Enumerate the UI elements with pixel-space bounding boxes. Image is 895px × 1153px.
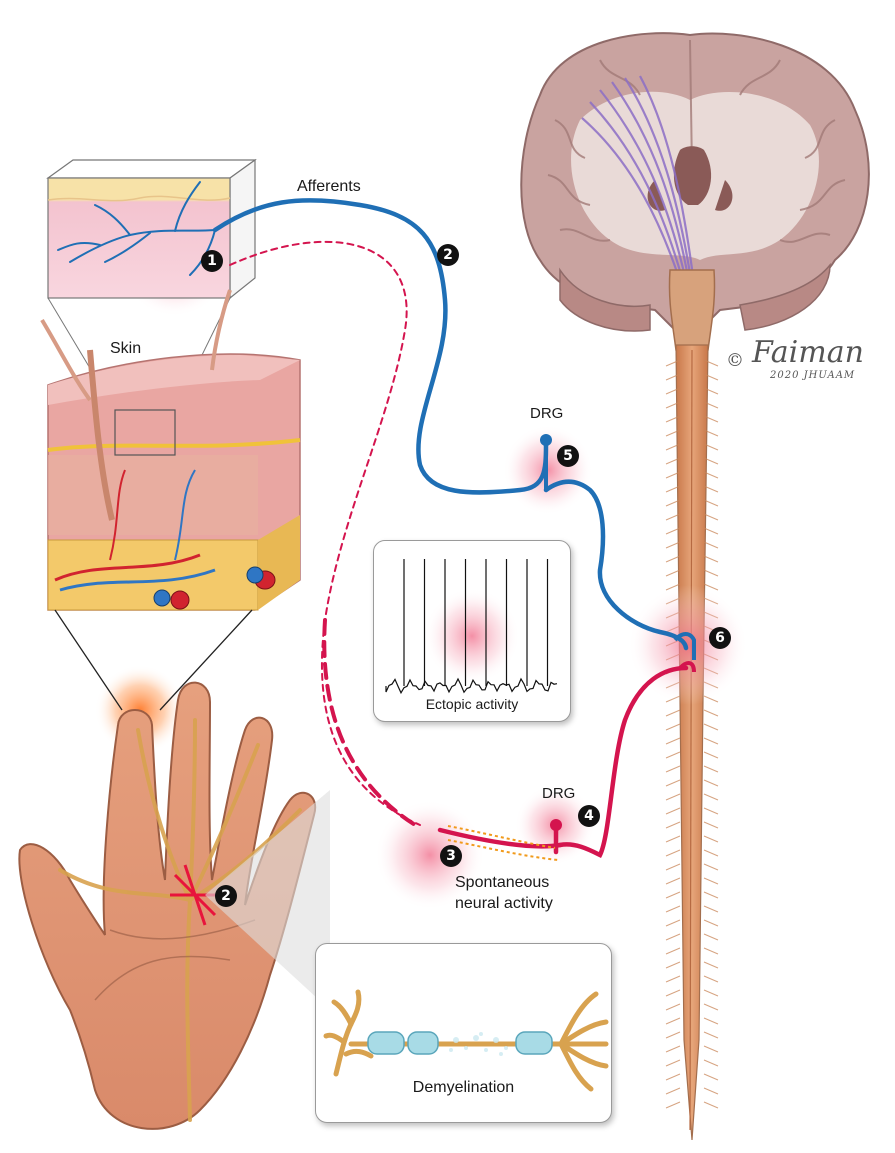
brain [521,33,869,350]
drg-label-bottom: DRG [542,785,575,802]
signature-copyright: © [726,350,744,371]
ectopic-activity-panel: Ectopic activity [373,540,571,722]
marker-2-palm: 2 [215,885,237,907]
afferents-label: Afferents [297,178,361,196]
signature-name: Faiman [752,335,864,370]
spontaneous-label-line1: Spontaneous [455,874,549,892]
skin-label: Skin [110,340,141,358]
marker-5: 5 [557,445,579,467]
drg-cell-body-red [550,819,562,831]
demyelination-label: Demyelination [316,1079,611,1097]
signature-year: 2020 JHUAAM [770,370,855,381]
drg-label-top: DRG [530,405,563,422]
drg-cell-body-blue [540,434,552,446]
spinal-cord [666,345,718,1140]
marker-3: 3 [440,845,462,867]
spontaneous-label-line2: neural activity [455,895,553,913]
marker-6: 6 [709,627,731,649]
ectopic-activity-label: Ectopic activity [374,696,570,712]
marker-1: 1 [201,250,223,272]
marker-2-path: 2 [437,244,459,266]
demyelination-panel: Demyelination [315,943,612,1123]
marker-4: 4 [578,805,600,827]
ectopic-spike-chart [374,541,570,721]
